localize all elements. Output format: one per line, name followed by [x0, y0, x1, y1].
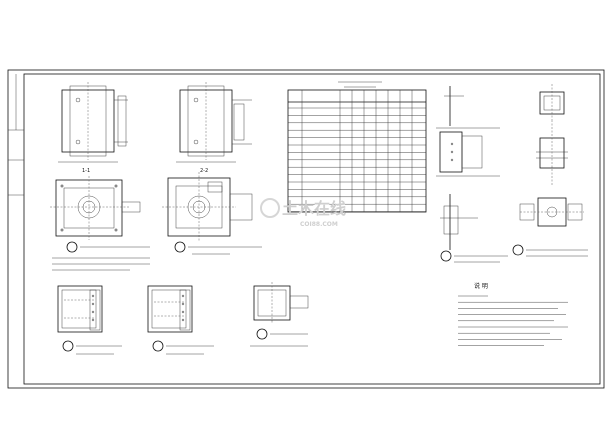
- notes-title: 说 明: [474, 282, 488, 290]
- detail-roof-joint-2: [147, 285, 214, 355]
- inner-frame: [23, 73, 601, 385]
- detail-small-plate: [250, 282, 309, 347]
- outer-frame: [7, 69, 605, 389]
- detail-roof-joint-1: [57, 285, 122, 355]
- watermark: 土木在线 COI88.COM: [260, 198, 346, 228]
- watermark-url: COI88.COM: [300, 221, 338, 228]
- detail-column-section-2: 2-2: [176, 82, 252, 174]
- watermark-logo-icon: [260, 198, 280, 218]
- member-schedule-table: [287, 81, 427, 213]
- watermark-logo-text: 土木在线: [282, 199, 346, 218]
- title-strip: [8, 74, 24, 196]
- detail-base-plate-plan-1: [50, 176, 150, 271]
- detail-column-far-right: [512, 84, 588, 257]
- detail-base-plate-plan-2: [162, 172, 262, 255]
- detail-column-section-1: 1-1: [58, 82, 128, 174]
- svg-text:2-2: 2-2: [200, 168, 208, 174]
- detail-beam-connection: [436, 86, 508, 263]
- svg-text:1-1: 1-1: [82, 168, 90, 174]
- general-notes: 说 明: [458, 282, 568, 346]
